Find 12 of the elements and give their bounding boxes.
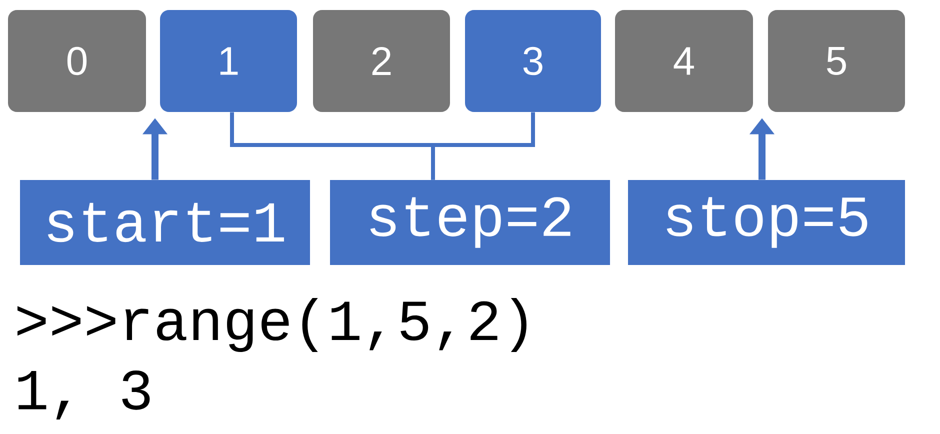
index-box: 2 (313, 10, 450, 112)
index-box: 1 (160, 10, 297, 112)
bracket-line (431, 112, 535, 180)
index-box: 5 (768, 10, 905, 112)
code-line: 1, 3 (18, 370, 150, 420)
index-box: 3 (465, 10, 601, 112)
parameter-box: step=2 (330, 180, 610, 265)
index-box: 4 (615, 10, 753, 112)
parameter-box: stop=5 (628, 180, 905, 265)
code-line: >>>range(1,5,2) (17, 298, 526, 352)
parameter-box: start=1 (20, 180, 310, 265)
index-box: 0 (8, 10, 146, 112)
